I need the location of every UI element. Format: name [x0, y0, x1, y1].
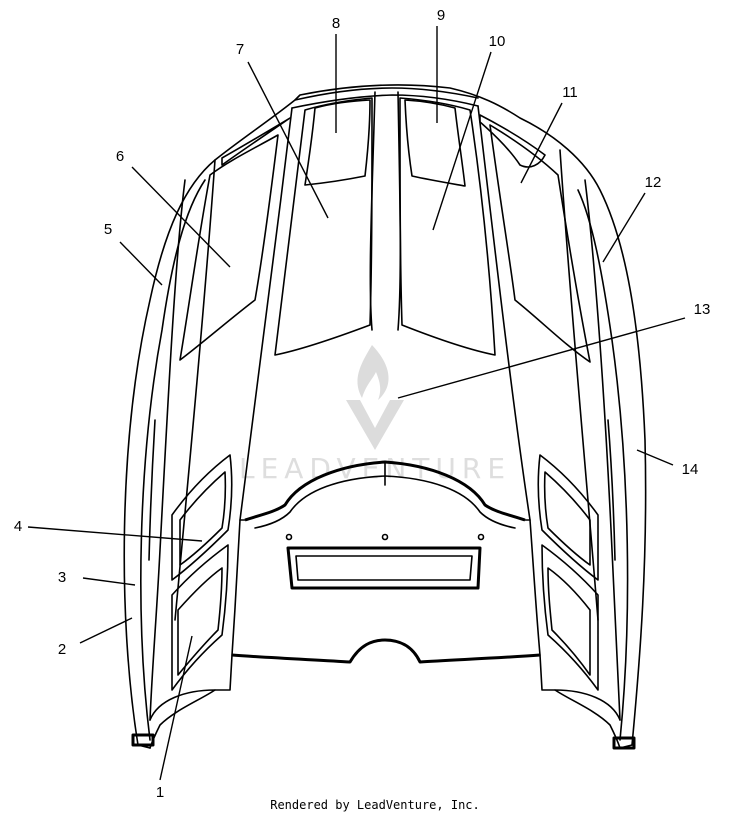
callout-3: 3	[58, 569, 66, 586]
callout-9: 9	[437, 7, 445, 24]
leader-lines	[27, 26, 686, 781]
leader-3	[82, 577, 136, 586]
leader-6	[131, 166, 231, 268]
leader-13	[397, 317, 686, 399]
render-credit: Rendered by LeadVenture, Inc.	[270, 798, 480, 812]
leader-1	[159, 635, 193, 781]
hood-outline	[123, 84, 647, 750]
leader-12	[602, 192, 646, 263]
callout-11: 11	[562, 84, 578, 101]
leader-10	[432, 51, 492, 231]
callout-5: 5	[104, 221, 112, 238]
callout-4: 4	[14, 518, 22, 535]
callout-14: 14	[682, 461, 699, 478]
callout-6: 6	[116, 148, 124, 165]
leader-2	[79, 617, 133, 644]
callout-7: 7	[236, 41, 244, 58]
leader-14	[636, 449, 674, 466]
leader-5	[119, 241, 163, 286]
leader-4	[27, 526, 203, 542]
watermark-text: LEADVENTURE	[239, 452, 511, 485]
callout-13: 13	[694, 301, 711, 318]
callout-10: 10	[489, 33, 506, 50]
leader-7	[247, 61, 329, 219]
callout-1: 1	[156, 784, 164, 801]
callout-12: 12	[645, 174, 662, 191]
callout-8: 8	[332, 15, 340, 32]
leadventure-flame-logo-icon	[346, 345, 404, 450]
callout-2: 2	[58, 641, 66, 658]
leader-11	[520, 102, 563, 184]
leadventure-watermark: LEADVENTURE	[239, 345, 511, 485]
callout-labels: 1 2 3 4 5 6 7 8 9 10 11 12 13 14	[14, 7, 711, 801]
